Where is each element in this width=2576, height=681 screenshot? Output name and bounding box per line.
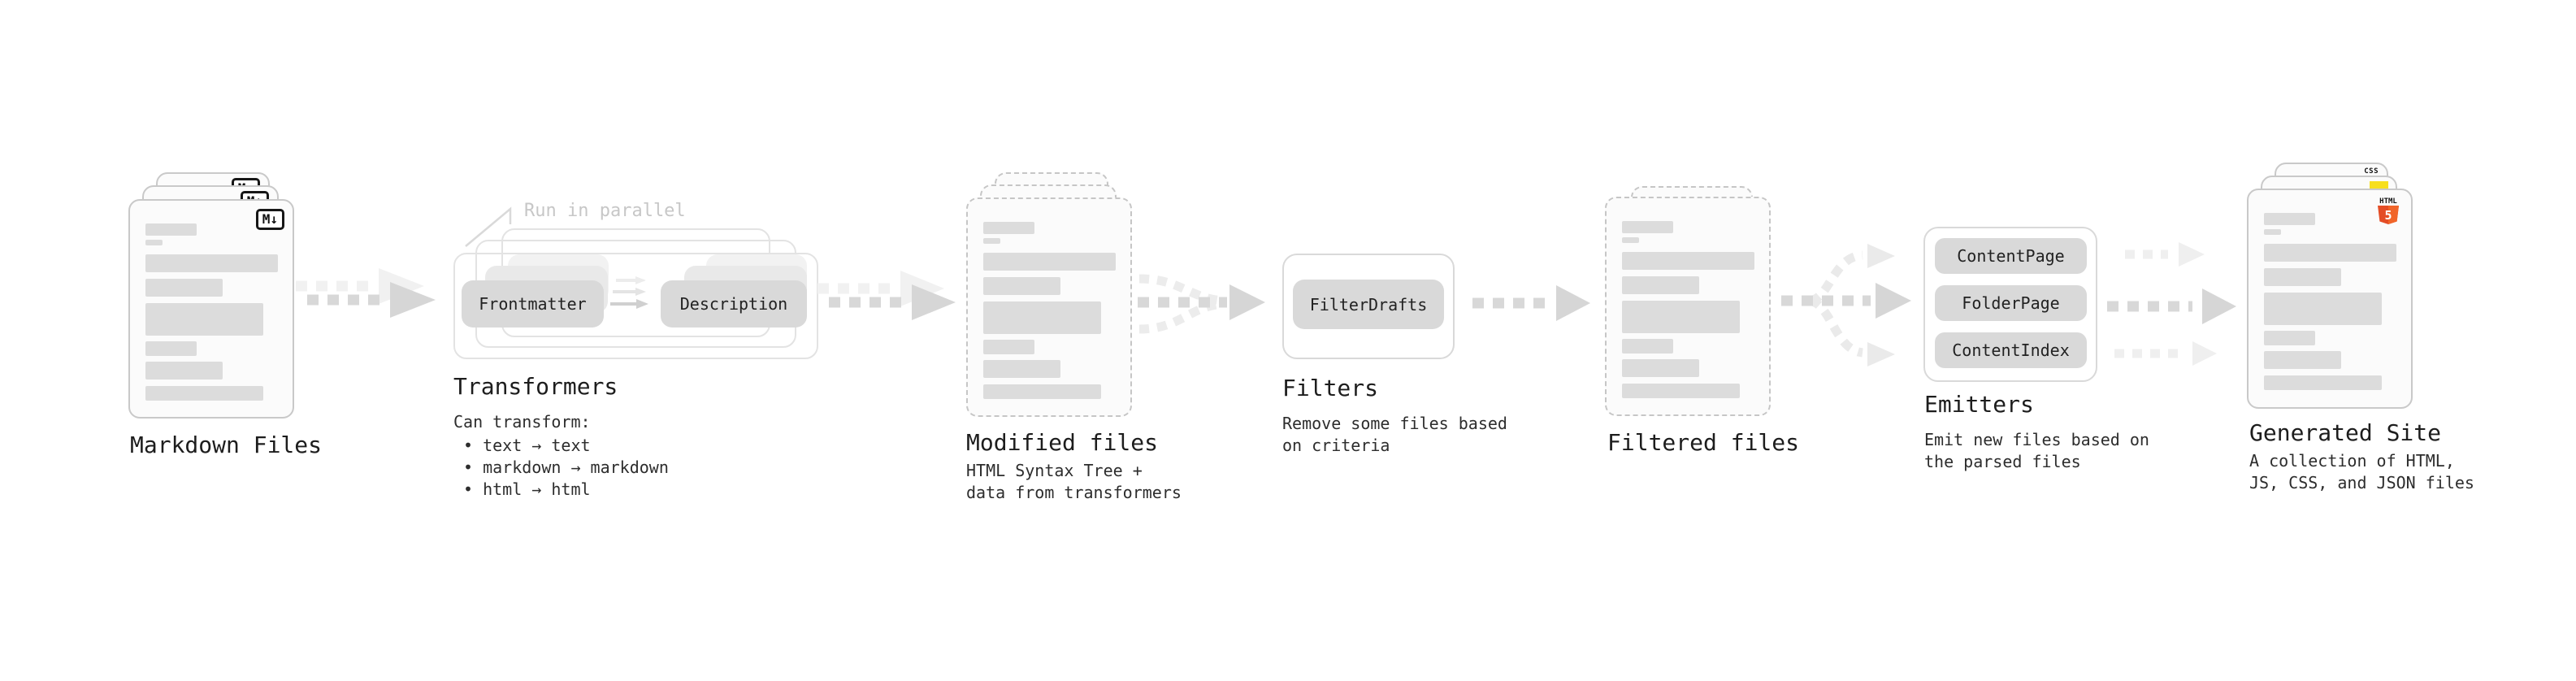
arrowhead <box>1556 285 1590 321</box>
text-line-bar <box>145 254 278 272</box>
transformers-bullet-list: • text → text • markdown → markdown • ht… <box>463 435 669 501</box>
section-title-filters: Filters <box>1282 375 1379 401</box>
file-card-filtered <box>1605 197 1771 416</box>
file-card-generated: HTML 5 <box>2247 189 2413 409</box>
bullet-item: • html → html <box>463 479 591 499</box>
flow-arrow-modified-to-filters <box>1138 274 1265 334</box>
text-line-bar <box>145 362 223 380</box>
section-title-modified-files: Modified files <box>966 429 1159 456</box>
bullet-item: • text → text <box>463 436 591 455</box>
text-line-bar <box>145 240 163 245</box>
text-line-bar <box>1622 339 1673 354</box>
arrowhead <box>1229 284 1265 320</box>
text-line-bar <box>983 360 1060 378</box>
section-title-emitters: Emitters <box>1924 391 2034 418</box>
text-line-bar <box>2264 351 2341 369</box>
text-line-bar <box>983 384 1101 399</box>
document-skeleton <box>968 199 1130 399</box>
flow-arrow-transformers-to-modified <box>817 271 956 320</box>
transformer-button-description: Description <box>661 280 807 327</box>
svg-text:5: 5 <box>2384 208 2392 223</box>
svg-text:HTML: HTML <box>2379 197 2397 206</box>
section-title-generated-site: Generated Site <box>2249 419 2442 446</box>
document-skeleton <box>1607 198 1769 398</box>
emitter-button-folderpage: FolderPage <box>1935 285 2087 321</box>
text-line-bar <box>145 223 197 236</box>
transformer-button-frontmatter: Frontmatter <box>462 280 604 327</box>
text-line-bar <box>2264 268 2341 286</box>
document-skeleton <box>130 201 293 401</box>
text-line-bar <box>1622 237 1639 243</box>
modified-files-desc: HTML Syntax Tree + data from transformer… <box>966 461 1182 502</box>
text-line-bar <box>983 340 1034 354</box>
text-line-bar <box>1622 301 1740 333</box>
text-line-bar <box>145 303 263 336</box>
arrowhead <box>1876 283 1911 319</box>
emitter-button-contentindex: ContentIndex <box>1935 332 2087 368</box>
flow-arrow-filters-to-filtered <box>1472 285 1590 321</box>
transformer-run-outline-front <box>453 253 818 359</box>
html5-icon: HTML 5 <box>2378 197 2399 224</box>
emitter-button-contentpage: ContentPage <box>1935 238 2087 274</box>
filters-desc: Remove some files based on criteria <box>1282 414 1507 455</box>
text-line-bar <box>983 222 1034 234</box>
arrowhead <box>390 282 436 318</box>
generated-site-desc: A collection of HTML, JS, CSS, and JSON … <box>2249 451 2474 492</box>
arrowhead <box>2202 288 2236 324</box>
text-line-bar <box>145 279 223 297</box>
file-card-modified <box>966 197 1132 417</box>
filter-button-filterdrafts: FilterDrafts <box>1293 280 1444 329</box>
arrowhead <box>912 284 956 320</box>
text-line-bar <box>1622 276 1699 294</box>
text-line-bar <box>2264 244 2396 262</box>
text-line-bar <box>1622 252 1754 270</box>
markdown-icon: M↓ <box>255 209 284 230</box>
transformers-desc-heading: Can transform: <box>453 412 591 432</box>
text-line-bar <box>983 277 1060 295</box>
text-line-bar <box>2264 229 2281 235</box>
section-title-transformers: Transformers <box>453 373 618 400</box>
emitters-desc: Emit new files based on the parsed files <box>1924 430 2149 471</box>
section-title-filtered-files: Filtered files <box>1607 429 1800 456</box>
document-skeleton <box>2249 190 2411 390</box>
flow-arrow-markdown-to-transformers <box>296 268 436 318</box>
callout-line <box>465 206 512 247</box>
text-line-bar <box>2264 293 2382 325</box>
text-line-bar <box>145 386 263 401</box>
bullet-item: • markdown → markdown <box>463 458 669 477</box>
flow-arrow-emitters-to-site <box>2107 242 2236 366</box>
section-title-markdown-files: Markdown Files <box>130 432 323 458</box>
transformer-step-arrows <box>610 276 648 309</box>
text-line-bar <box>983 253 1116 271</box>
text-line-bar <box>983 301 1101 334</box>
text-line-bar <box>983 238 1000 244</box>
text-line-bar <box>1622 359 1699 377</box>
text-line-bar <box>2264 375 2382 390</box>
ghost-arrow <box>817 271 944 306</box>
text-line-bar <box>145 341 197 356</box>
text-line-bar <box>1622 384 1740 398</box>
text-line-bar <box>2264 331 2315 345</box>
text-line-bar <box>2264 213 2315 225</box>
file-card-markdown: M↓ <box>128 199 294 419</box>
text-line-bar <box>1622 221 1673 233</box>
flow-arrow-filtered-to-emitters <box>1781 244 1911 367</box>
run-in-parallel-note: Run in parallel <box>524 201 686 221</box>
